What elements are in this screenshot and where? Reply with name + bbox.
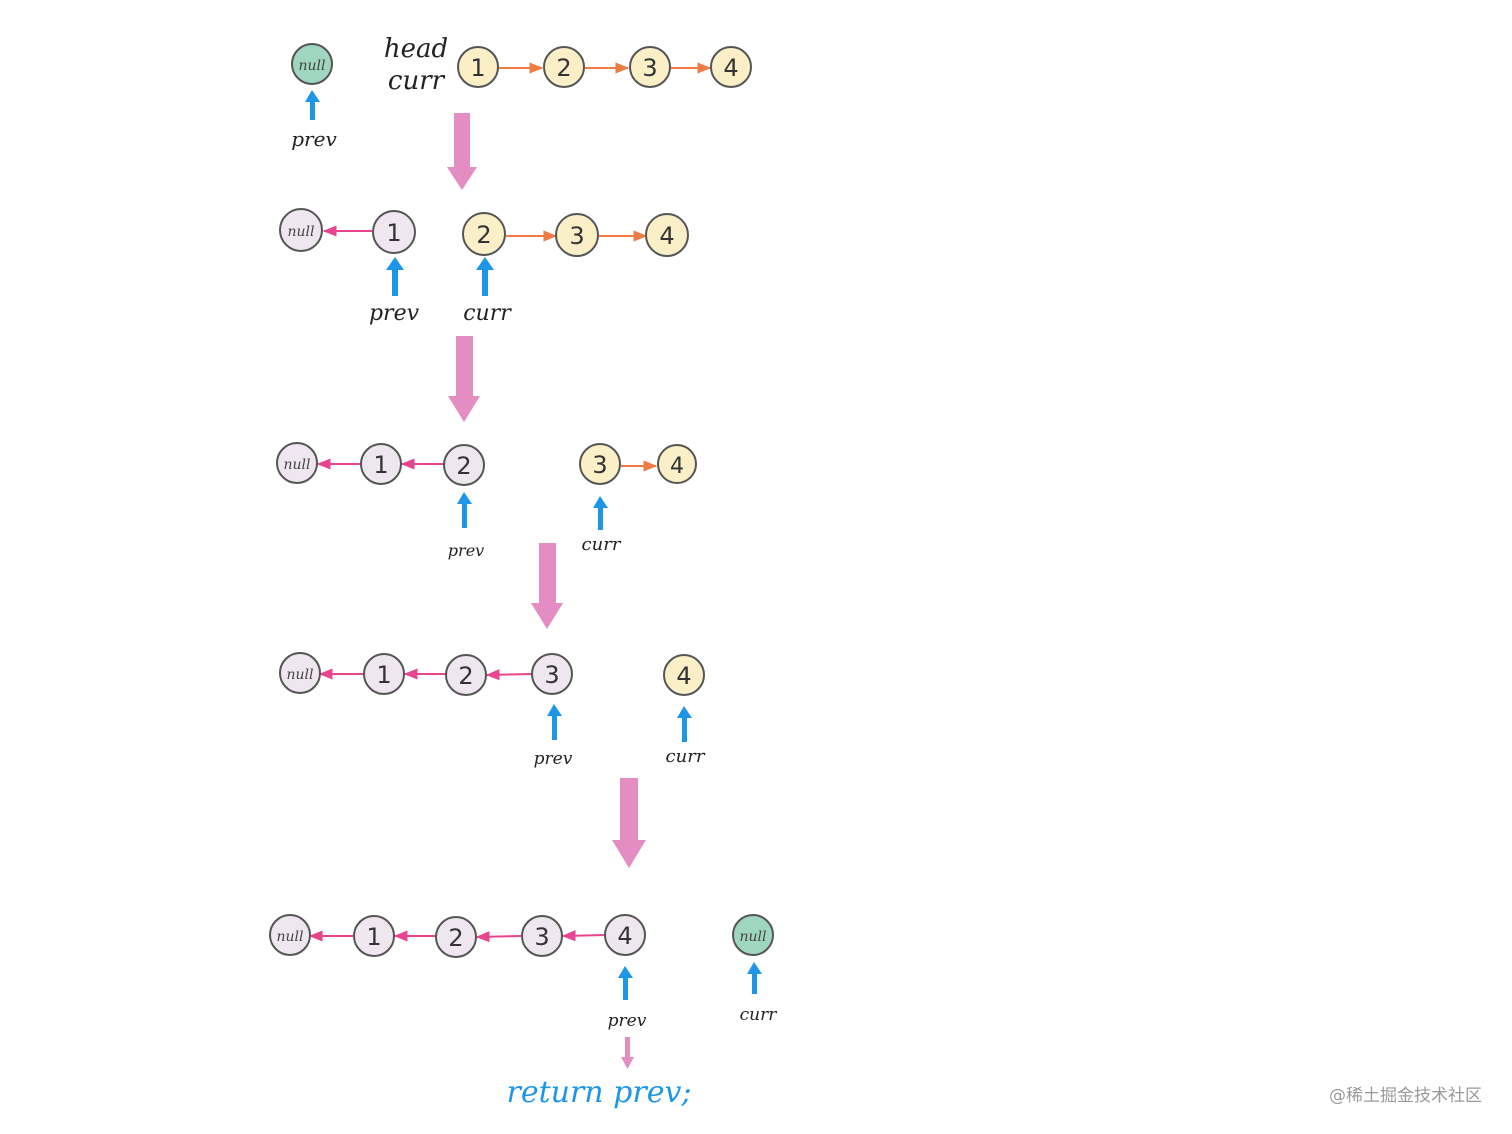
pointer-arrow-icon [593, 496, 608, 530]
list-node: 3 [555, 213, 599, 257]
pointer-arrow-icon [476, 257, 494, 296]
return-statement: return prev; [506, 1075, 691, 1110]
svg-text:3: 3 [592, 451, 607, 479]
list-node: 4 [645, 213, 689, 257]
step-4: null 1 2 3 4 prev curr [279, 652, 706, 769]
step-2: null 1 2 3 4 prev curr [279, 208, 689, 326]
null-node: null [279, 652, 321, 694]
down-arrow-icon [612, 778, 646, 868]
svg-text:3: 3 [569, 222, 584, 250]
null-node: null [279, 208, 323, 252]
prev-label: prev [448, 541, 484, 560]
list-node: 2 [435, 916, 477, 958]
curr-label: curr [463, 301, 512, 326]
svg-text:2: 2 [456, 452, 471, 480]
svg-text:1: 1 [386, 219, 401, 247]
head-label: head [384, 34, 448, 64]
prev-label: prev [534, 749, 573, 769]
step-3: null 1 2 3 4 prev curr [276, 442, 697, 560]
list-node: 3 [629, 46, 671, 88]
list-node: 2 [543, 46, 585, 88]
svg-text:2: 2 [458, 662, 473, 690]
reversed-link-arrow-icon [485, 669, 533, 681]
svg-text:2: 2 [448, 924, 463, 952]
svg-text:1: 1 [376, 661, 391, 689]
list-node: 1 [363, 653, 405, 695]
list-node: 1 [457, 46, 499, 88]
svg-text:4: 4 [676, 662, 691, 690]
list-node: 2 [443, 444, 485, 486]
pointer-arrow-icon [457, 492, 472, 528]
null-label: null [299, 58, 326, 74]
svg-text:1: 1 [470, 54, 485, 82]
svg-text:4: 4 [659, 222, 674, 250]
svg-text:4: 4 [670, 454, 684, 479]
curr-label: curr [740, 1005, 778, 1025]
svg-text:null: null [740, 929, 767, 945]
svg-text:null: null [277, 929, 304, 945]
list-node: 3 [521, 915, 563, 957]
pointer-arrow-icon [547, 704, 562, 740]
prev-label: prev [291, 127, 337, 151]
list-node: 1 [360, 443, 402, 485]
curr-label: curr [582, 534, 622, 555]
step-1: null prev head curr 1 2 3 4 [291, 34, 752, 151]
svg-text:null: null [287, 667, 314, 683]
pointer-arrow-icon [677, 706, 692, 742]
down-arrow-icon [447, 113, 477, 190]
list-node: 3 [579, 443, 621, 485]
list-node: 1 [353, 915, 395, 957]
curr-label: curr [666, 746, 706, 767]
down-arrow-icon [621, 1037, 634, 1069]
curr-label: curr [388, 66, 446, 96]
svg-text:null: null [284, 457, 311, 473]
svg-text:1: 1 [373, 451, 388, 479]
pointer-arrow-icon [386, 257, 404, 296]
svg-text:2: 2 [556, 54, 571, 82]
list-node: 4 [663, 654, 705, 696]
svg-text:1: 1 [366, 923, 381, 951]
svg-text:3: 3 [534, 923, 549, 951]
prev-label: prev [608, 1011, 647, 1031]
null-node: null [732, 914, 774, 956]
list-node: 4 [710, 46, 752, 88]
list-node: 4 [604, 914, 646, 956]
watermark: @稀土掘金技术社区 [1329, 1086, 1482, 1106]
svg-text:null: null [288, 224, 315, 240]
pointer-arrow-icon [305, 90, 320, 120]
svg-text:4: 4 [723, 54, 738, 82]
prev-label: prev [369, 301, 420, 326]
null-node: null [269, 914, 311, 956]
null-node: null [291, 43, 333, 85]
pointer-arrow-icon [747, 962, 762, 994]
step-5: null 1 2 3 4 null prev [269, 914, 778, 1110]
list-node: 3 [531, 653, 573, 695]
list-node: 1 [372, 210, 416, 254]
list-node: 2 [462, 212, 506, 256]
null-node: null [276, 442, 318, 484]
svg-text:2: 2 [476, 221, 491, 249]
down-arrow-icon [531, 543, 563, 629]
pointer-arrow-icon [618, 966, 633, 1000]
down-arrow-icon [448, 336, 480, 422]
svg-text:3: 3 [544, 661, 559, 689]
svg-text:4: 4 [617, 922, 632, 950]
reversed-link-arrow-icon [561, 930, 606, 942]
list-node: 4 [657, 444, 697, 484]
reversed-link-arrow-icon [475, 931, 522, 943]
list-node: 2 [445, 654, 487, 696]
svg-text:3: 3 [642, 54, 657, 82]
